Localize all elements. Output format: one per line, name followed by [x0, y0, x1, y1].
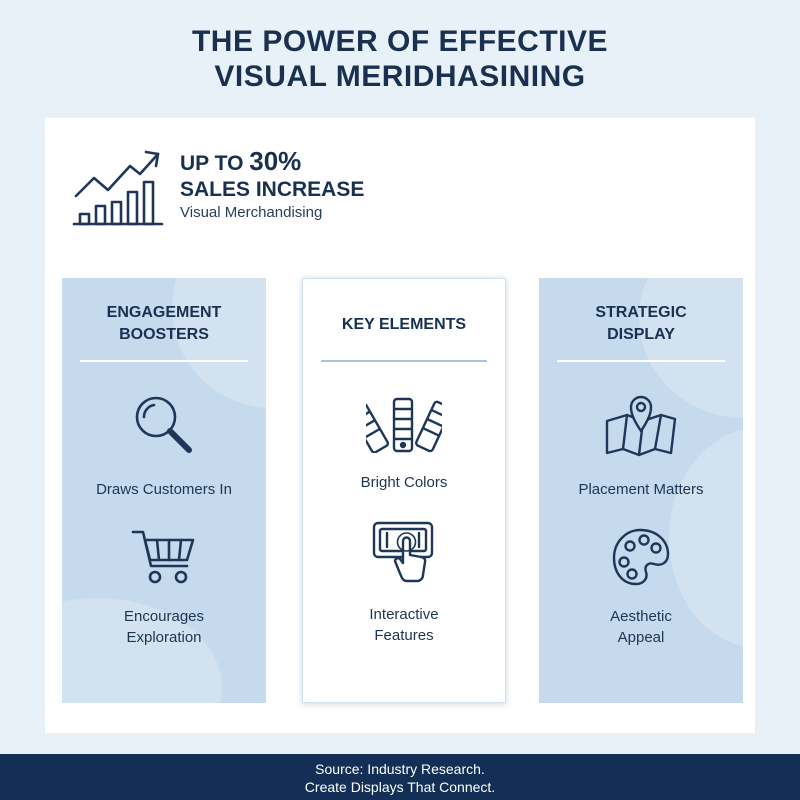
- footer: Source: Industry Research. Create Displa…: [0, 754, 800, 800]
- column-title-line-2: BOOSTERS: [119, 326, 209, 343]
- column-divider: [321, 360, 487, 362]
- item-label: Draws Customers In: [62, 479, 266, 500]
- map-pin-icon: [605, 395, 677, 457]
- column-title: ENGAGEMENT BOOSTERS: [62, 302, 266, 346]
- stat-subtitle: Visual Merchandising: [180, 204, 323, 221]
- item-label-line-1: Placement Matters: [578, 481, 704, 498]
- item-label: Encourages Exploration: [62, 606, 266, 648]
- page-title: THE POWER OF EFFECTIVE VISUAL MERIDHASIN…: [0, 24, 800, 94]
- item-label: Interactive Features: [303, 604, 505, 646]
- item-label-line-2: Features: [374, 627, 434, 644]
- column-title: KEY ELEMENTS: [303, 314, 505, 336]
- item-label-line-1: Interactive: [369, 606, 439, 623]
- column-divider: [80, 360, 248, 362]
- item-label: Placement Matters: [539, 479, 743, 500]
- footer-source: Source: Industry Research.: [315, 761, 485, 777]
- sales-stat: UP TO 30% SALES INCREASE Visual Merchand…: [72, 148, 492, 228]
- stat-value: 30%: [249, 146, 302, 176]
- item-label-line-2: Appeal: [617, 629, 665, 646]
- item-label: Bright Colors: [303, 472, 505, 493]
- touch-screen-icon: [372, 521, 434, 583]
- growth-chart-icon: [72, 150, 164, 226]
- column-strategic-display: STRATEGIC DISPLAY Placement Matters: [539, 278, 743, 703]
- item-label-line-1: Encourages: [123, 608, 205, 625]
- title-line-2: VISUAL MERIDHASINING: [214, 60, 586, 93]
- footer-tagline: Create Displays That Connect.: [304, 779, 496, 795]
- shopping-cart-icon: [131, 530, 195, 584]
- color-swatches-icon: [366, 397, 442, 453]
- item-label-line-1: Aesthetic: [610, 608, 672, 625]
- item-label-line-1: Draws Customers In: [96, 481, 232, 498]
- item-label-line-2: Exploration: [126, 629, 202, 646]
- column-engagement-boosters: ENGAGEMENT BOOSTERS Draws Customers In: [62, 278, 266, 703]
- magnifier-icon: [135, 396, 192, 453]
- item-label-line-1: Bright Colors: [360, 474, 448, 491]
- stat-prefix: UP TO: [180, 152, 244, 175]
- column-title-line-1: KEY ELEMENTS: [341, 316, 467, 333]
- column-title-line-1: STRATEGIC: [595, 304, 687, 321]
- item-label: Aesthetic Appeal: [539, 606, 743, 648]
- title-line-1: THE POWER OF EFFECTIVE: [191, 25, 608, 58]
- column-divider: [557, 360, 725, 362]
- column-title-line-1: ENGAGEMENT: [106, 304, 222, 321]
- palette-icon: [612, 528, 670, 586]
- stat-headline: UP TO 30% SALES INCREASE: [180, 148, 364, 203]
- column-key-elements: KEY ELEMENTS Bright Colors: [302, 278, 506, 703]
- column-title: STRATEGIC DISPLAY: [539, 302, 743, 346]
- stat-label: SALES INCREASE: [180, 178, 365, 201]
- content-card: UP TO 30% SALES INCREASE Visual Merchand…: [45, 118, 755, 733]
- column-title-line-2: DISPLAY: [607, 326, 675, 343]
